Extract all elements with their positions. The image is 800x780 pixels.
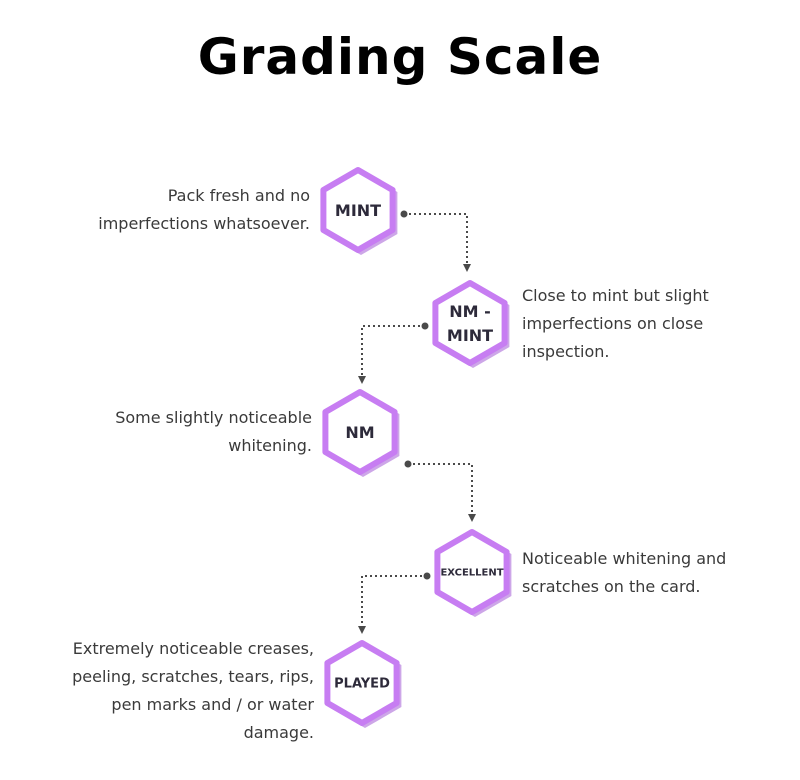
grade-description: Close to mint but slight imperfections on… [522,282,709,366]
grade-description: Extremely noticeable creases, peeling, sc… [72,635,314,747]
description-line: whitening. [228,436,312,455]
description-line: scratches on the card. [522,577,701,596]
grade-label: NM [345,423,374,442]
hexagon-shape [434,529,510,615]
description-line: Noticeable whitening and [522,549,727,568]
page-title: Grading Scale [197,28,603,86]
description-line: inspection. [522,342,610,361]
hexagon-shape [432,280,508,366]
description-line: damage. [243,723,314,742]
description-line: imperfections on close [522,314,704,333]
description-line: Pack fresh and no [167,186,310,205]
description-line: Some slightly noticeable [115,408,312,427]
description-line: Close to mint but slight [522,286,709,305]
grade-hexagon-played: PLAYED [324,640,402,728]
grade-label: PLAYED [334,677,390,692]
connector-mint-to-nm-mint [404,213,471,272]
grade-label: NM - [449,302,491,321]
connector-nm-mint-to-nm [358,325,425,384]
connectors [358,210,476,634]
grade-label: MINT [447,326,493,345]
description-line: Extremely noticeable creases, [72,639,314,658]
connector-nm-to-excellent [408,463,476,522]
description-line: peeling, scratches, tears, rips, [72,667,314,686]
hexagon-shape [324,640,400,726]
grade-description: Noticeable whitening and scratches on the… [522,545,726,601]
hexagon-shape [322,389,398,475]
grade-description: Pack fresh and no imperfections whatsoeve… [98,182,310,238]
hexagon-shape [320,167,396,253]
description-line: imperfections whatsoever. [98,214,310,233]
grade-hexagon-mint: MINT [320,167,398,255]
grade-label: EXCELLENT [440,568,503,579]
grade-hexagon-nm-mint: NM - MINT [432,280,510,368]
grade-label: MINT [335,201,381,220]
connector-excellent-to-played [358,575,427,634]
grade-hexagon-nm: NM [322,389,400,477]
grade-description: Some slightly noticeable whitening. [115,404,312,460]
grade-hexagon-excellent: EXCELLENT [434,529,512,617]
description-line: pen marks and / or water [111,695,314,714]
grade-hexagons: MINT NM - MINT NM EXCELLENT PLAYED [320,167,512,728]
